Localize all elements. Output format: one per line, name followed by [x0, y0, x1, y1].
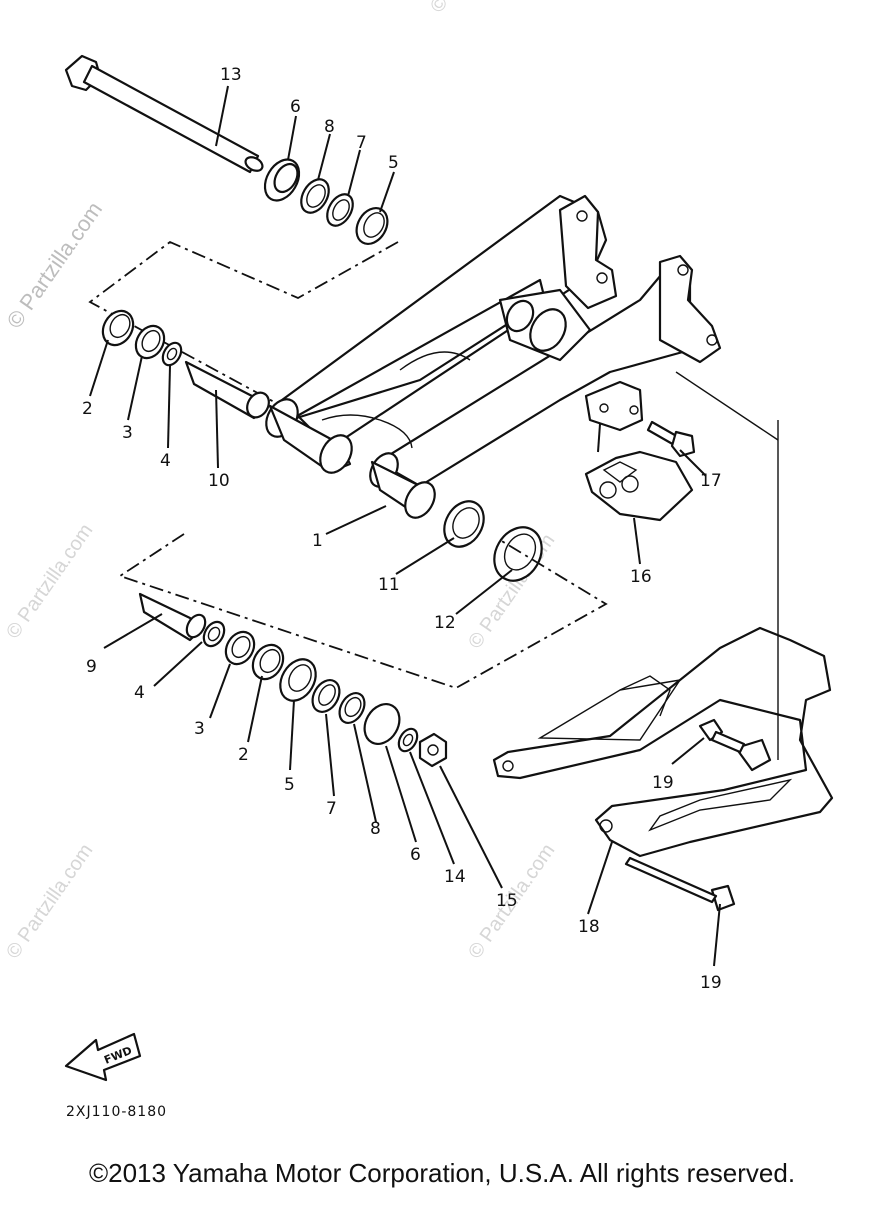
callout-7: 7: [356, 133, 367, 153]
upper-bearing-set: [263, 158, 389, 245]
callout-labels: 13 6 8 7 5 2 3 4 10 1 17 16 11 12 9 4 3 …: [82, 65, 722, 993]
lower-bushing-set: [138, 592, 448, 768]
left-bushing-set: [101, 309, 270, 420]
callout-8: 8: [324, 117, 335, 137]
watermarks: © Partzilla.com © Partzilla.com © Partzi…: [2, 0, 562, 963]
callout-19-lower: 19: [700, 973, 722, 993]
chain-slider: [584, 450, 694, 522]
callout-9: 9: [86, 657, 97, 677]
diagram-code: 2XJ110-8180: [66, 1104, 167, 1120]
watermark: © Partzilla.com: [426, 0, 521, 17]
callout-2-lower: 2: [238, 745, 249, 765]
callout-3: 3: [122, 423, 133, 443]
swingarm: [265, 194, 722, 519]
callout-7-lower: 7: [326, 799, 337, 819]
dust-seals: [443, 500, 543, 582]
callout-19-upper: 19: [652, 773, 674, 793]
swingarm-guard: [492, 371, 834, 858]
callout-12: 12: [434, 613, 456, 633]
callout-6: 6: [290, 97, 301, 117]
watermark: © Partzilla.com: [2, 840, 97, 963]
callout-15: 15: [496, 891, 518, 911]
callout-8-lower: 8: [370, 819, 381, 839]
callout-4-lower: 4: [134, 683, 145, 703]
callout-1: 1: [312, 531, 323, 551]
callout-2: 2: [82, 399, 93, 419]
watermark: © Partzilla.com: [2, 197, 108, 333]
callout-4: 4: [160, 451, 171, 471]
leader-lines: [89, 85, 721, 967]
pivot-shaft: [64, 54, 264, 174]
callout-14: 14: [444, 867, 466, 887]
callout-5: 5: [388, 153, 399, 173]
callout-17: 17: [700, 471, 722, 491]
watermark: © Partzilla.com: [2, 520, 97, 643]
callout-6-lower: 6: [410, 845, 421, 865]
bolt-17: [646, 420, 696, 458]
fwd-arrow: FWD: [64, 1032, 142, 1082]
callout-16: 16: [630, 567, 652, 587]
copyright-notice: ©2013 Yamaha Motor Corporation, U.S.A. A…: [88, 1158, 796, 1188]
callout-5-lower: 5: [284, 775, 295, 795]
callout-18: 18: [578, 917, 600, 937]
callout-10: 10: [208, 471, 230, 491]
callout-13: 13: [220, 65, 242, 85]
callout-3-lower: 3: [194, 719, 205, 739]
callout-11: 11: [378, 575, 400, 595]
bolts-19: [624, 718, 746, 912]
